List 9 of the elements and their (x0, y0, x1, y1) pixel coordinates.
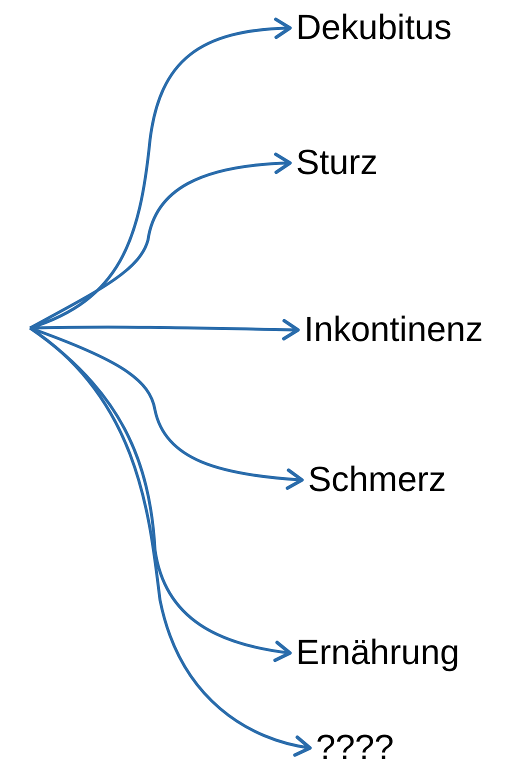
curved-arrow (29, 326, 312, 756)
topic-label: Dekubitus (296, 8, 452, 48)
topic-label: Ernährung (296, 633, 460, 673)
topic-label: Sturz (296, 143, 378, 183)
topic-label: Schmerz (308, 460, 446, 500)
curved-arrow (29, 152, 292, 330)
topic-label: ???? (316, 728, 394, 768)
topic-label: Inkontinenz (304, 310, 484, 350)
curved-arrow (29, 326, 304, 490)
